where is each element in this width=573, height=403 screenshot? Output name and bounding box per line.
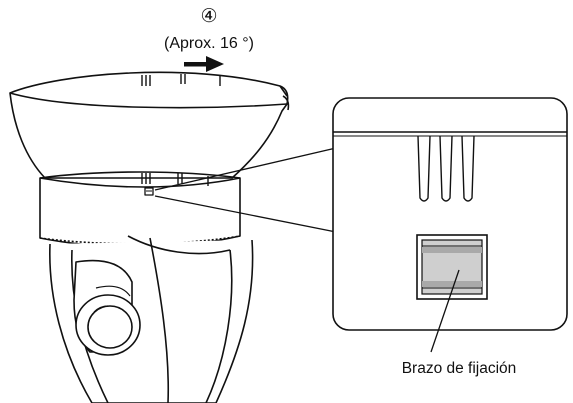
right-arrow-icon [184, 56, 224, 72]
rotation-annotation: ④ (Aprox. 16 °) [164, 6, 254, 72]
detail-leader-lines [154, 147, 337, 233]
camera-ring-band [39, 177, 241, 248]
camera-base-cap [9, 71, 289, 179]
fixing-lever-detail [416, 234, 488, 300]
detail-zoom-panel [332, 97, 568, 331]
detail-alignment-marks [417, 135, 475, 202]
detail-frame [332, 97, 568, 331]
base-alignment-marks [141, 74, 221, 86]
callout: Brazo de fijación [402, 269, 517, 377]
step-number-marker: ④ [200, 6, 217, 27]
callout-leader-line [430, 269, 460, 353]
rotation-angle-label: (Aprox. 16 °) [164, 35, 254, 52]
camera-body [9, 71, 290, 403]
callout-label: Brazo de fijación [402, 360, 517, 377]
